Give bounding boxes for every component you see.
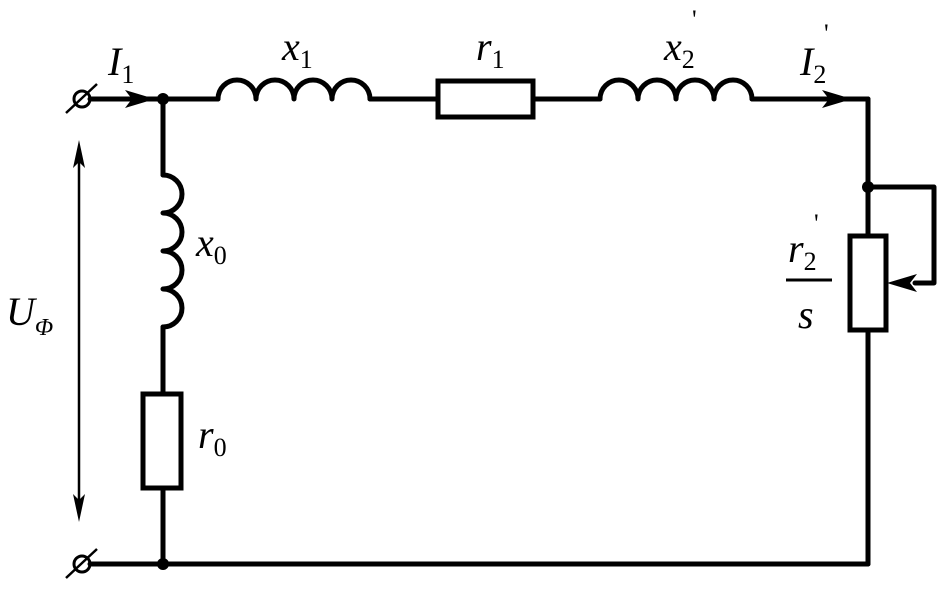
svg-text:r2: r2 xyxy=(788,226,817,276)
rheostat-slider-wire xyxy=(865,184,937,286)
current-i1-arrow xyxy=(125,90,155,108)
voltage-arrow xyxy=(73,140,85,522)
label-x2-prime: x2 xyxy=(663,24,695,74)
resistor-r0 xyxy=(140,391,184,491)
label-r1: r1 xyxy=(476,24,505,74)
inductor-x2-prime xyxy=(597,77,755,102)
variable-resistor-r2-prime-over-s xyxy=(847,233,889,333)
prime-x2: ' xyxy=(692,5,697,34)
inductor-x1 xyxy=(215,77,373,102)
label-u-phase: UΦ xyxy=(6,289,53,341)
svg-text:': ' xyxy=(814,209,819,238)
label-i2-prime: I2 xyxy=(799,39,826,89)
label-i1: I1 xyxy=(107,39,134,89)
label-r2-prime-over-s: r2 ' s xyxy=(786,209,832,337)
current-i2-prime-arrow xyxy=(822,90,852,108)
resistor-r1 xyxy=(435,78,536,120)
rheostat-slider-arrow xyxy=(887,274,917,292)
label-r0: r0 xyxy=(198,412,227,462)
label-x1: x1 xyxy=(281,24,313,74)
prime-i2: ' xyxy=(824,19,829,48)
inductor-x0 xyxy=(160,172,185,330)
label-x0: x0 xyxy=(195,220,227,270)
svg-text:s: s xyxy=(798,292,814,337)
